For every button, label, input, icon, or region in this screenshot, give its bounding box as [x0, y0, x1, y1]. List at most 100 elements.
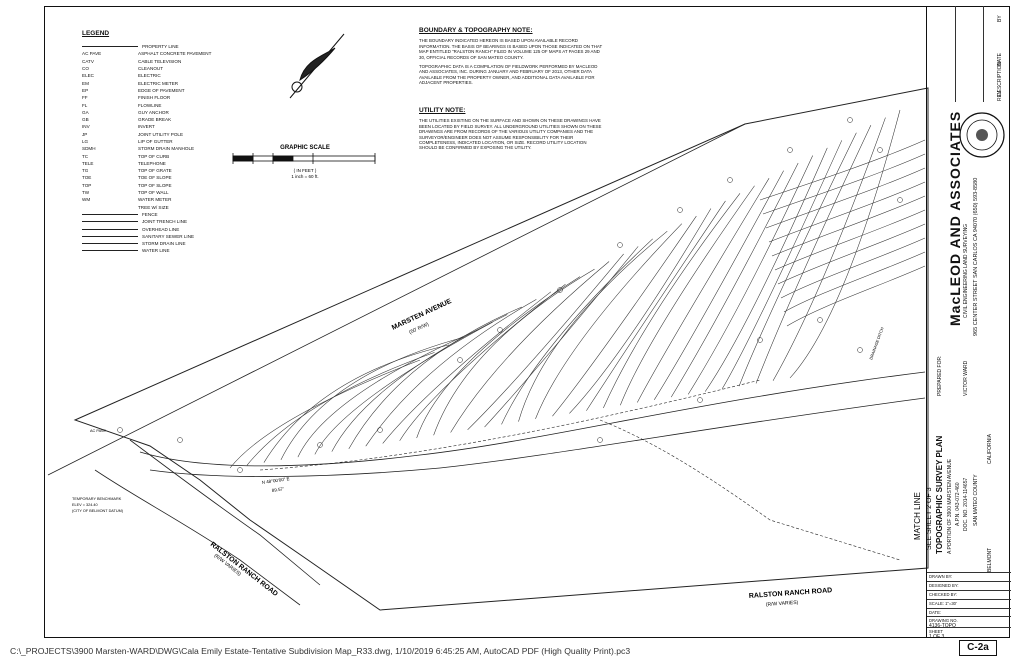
- state-label: CALIFORNIA: [987, 433, 993, 464]
- legend-desc: FINISH FLOOR: [138, 95, 171, 101]
- tree-icon: [817, 317, 823, 323]
- contour-line: [654, 170, 784, 400]
- legend-abbr: GB: [82, 117, 89, 123]
- legend-desc: WATER METER: [138, 197, 172, 203]
- legend-item: TREE W/ SIZE: [82, 204, 282, 211]
- legend-item: STORM DRAIN LINE: [82, 240, 282, 247]
- contour-line: [772, 117, 886, 381]
- contour-line: [246, 352, 435, 466]
- tree-icon: [117, 427, 123, 433]
- designed-by-row: DESIGNED BY:: [927, 581, 1011, 590]
- drainage-ditch-label: DRAINAGE DITCH: [868, 326, 884, 360]
- rev-rev-header: REV: [997, 90, 1003, 101]
- prepared-for-label: PREPARED FOR:: [937, 355, 943, 396]
- tree-icon: [847, 117, 853, 123]
- benchmark-datum-label: (CITY OF BELMONT DATUM): [72, 509, 124, 513]
- legend-item: JOINT TRENCH LINE: [82, 218, 282, 225]
- contour-line: [637, 178, 770, 403]
- legend-desc: STORM DRAIN MANHOLE: [138, 146, 195, 152]
- tree-icon: [727, 177, 733, 183]
- tree-icon: [677, 207, 683, 213]
- legend-line-symbol: [82, 243, 138, 245]
- legend-abbr: TG: [82, 168, 89, 174]
- graphic-scale-units: ( IN FEET ): [294, 168, 317, 173]
- utility-note-title: UTILITY NOTE:: [419, 107, 466, 114]
- legend-desc: LIP OF GUTTER: [138, 139, 173, 144]
- contour-line: [433, 268, 595, 436]
- scale-row: SCALE: 1"=30': [927, 599, 1011, 608]
- marsten-avenue-centerline: [47, 123, 746, 476]
- legend-abbr: EM: [82, 80, 89, 86]
- north-arrow-icon: [289, 33, 345, 99]
- temp-benchmark-label: TEMPORARY BENCHMARK: [72, 497, 122, 501]
- contour-line: [783, 251, 926, 313]
- contour-line: [314, 321, 493, 455]
- legend-line-symbol: [82, 228, 138, 230]
- plan-subtitle-3: DOC. NO. 2014-114657: [963, 477, 969, 531]
- contour-line: [229, 359, 421, 469]
- contour-line: [382, 291, 552, 444]
- contour-line: [297, 329, 479, 458]
- drawing-no-row: DRAWING NO.4136-TOPO: [927, 616, 1011, 629]
- legend-item: PROPERTY LINE: [82, 43, 282, 50]
- contour-line: [535, 223, 683, 420]
- legend-desc: STORM DRAIN LINE: [142, 241, 186, 247]
- drainage-lines: [259, 379, 901, 561]
- tree-icon: [897, 197, 903, 203]
- legend-desc: TREE W/ SIZE: [138, 204, 169, 210]
- contour-line: [348, 306, 522, 450]
- legend-line-symbol: [82, 213, 138, 215]
- tree-icon: [597, 437, 603, 443]
- drawn-by-row: DRAWN BY:: [927, 572, 1011, 581]
- contour-line: [759, 139, 926, 201]
- legend-desc: TOP OF WALL: [138, 190, 169, 196]
- contour-line: [280, 337, 464, 460]
- legend-desc: FENCE: [142, 211, 158, 217]
- graphic-scale-bar: [232, 153, 376, 164]
- legend-desc: SANITARY SEWER LINE: [142, 233, 195, 239]
- contour-line: [721, 140, 843, 390]
- legend-abbr: CO: [82, 66, 89, 72]
- legend-abbr: EP: [82, 87, 89, 93]
- legend-desc: TELEPHONE: [138, 160, 166, 166]
- tree-symbols: [117, 117, 903, 473]
- legend-abbr: TC: [82, 153, 89, 159]
- tree-icon: [857, 347, 863, 353]
- legend-abbr: INV: [82, 124, 90, 130]
- contour-line: [704, 147, 828, 392]
- legend-desc: TOP OF SLOPE: [138, 182, 172, 188]
- legend-item: SANITARY SEWER LINE: [82, 233, 282, 240]
- legend-abbr: AC PAVE: [82, 51, 102, 57]
- contour-line: [501, 238, 653, 425]
- legend-item: TG TOP OF GRATE: [82, 167, 282, 174]
- legend-desc: TOP OF GRATE: [138, 168, 172, 174]
- legend-abbr: TW: [82, 190, 90, 196]
- city-label: BELMONT: [987, 547, 993, 572]
- legend-desc: ELECTRIC: [138, 73, 161, 79]
- ac-pave-label: AC PAVE: [90, 429, 106, 433]
- legend-desc: ASPHALT CONCRETE PAVEMENT: [138, 51, 212, 57]
- legend-desc: WATER LINE: [142, 248, 170, 254]
- benchmark-elev-label: ELEV = 324.40: [72, 503, 98, 507]
- boundary-note-p1: THE BOUNDARY INDICATED HEREON IS BASED U…: [419, 38, 603, 60]
- tree-icon: [457, 357, 463, 363]
- plan-subtitle-1: A PORTION OF 3900 MARSTEN AVENUE: [947, 458, 953, 554]
- plan-title: TOPOGRAPHIC SURVEY PLAN: [935, 435, 944, 554]
- firm-name: MacLEOD AND ASSOCIATES: [947, 110, 963, 326]
- graphic-scale-ratio: 1 inch = 60 ft.: [291, 174, 318, 179]
- contour-line: [755, 125, 872, 384]
- topographic-contours: [229, 109, 926, 469]
- legend-item: FENCE: [82, 211, 282, 218]
- match-line-label: MATCH LINE: [913, 492, 922, 540]
- ralston-ranch-road-left: [94, 371, 926, 606]
- contour-line: [762, 153, 926, 215]
- contour-line: [399, 284, 566, 441]
- contour-line: [670, 162, 799, 398]
